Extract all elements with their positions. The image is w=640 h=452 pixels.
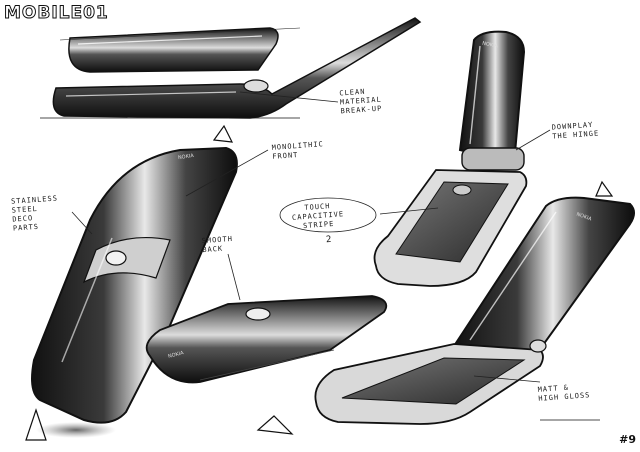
annotation-leaders [71,91,551,383]
annotation-stainless-steel: STAINLESS STEEL DECO PARTS [11,194,60,233]
annotation-downplay-hinge: DOWNPLAY THE HINGE [551,120,599,141]
annotation-touch-strip: TOUCH CAPACITIVE STRIPE [291,201,345,232]
closed-phone-front [25,146,238,441]
page-number: #9 [619,433,636,446]
annotation-clean-material: CLEAN MATERIAL BREAK-UP [339,87,383,117]
open-phone-upright [212,30,614,287]
annotation-monolithic-front: MONOLITHIC FRONT [271,140,324,162]
open-phone-tilted [314,196,635,425]
annotation-smooth-back: SMOOTH BACK [201,235,233,255]
annotation-touch-strip-number: 2 [325,234,333,246]
side-view-closed [59,27,301,73]
closed-phone-back [145,295,388,435]
side-view-open [40,17,422,119]
annotation-matt-high-gloss: MATT & HIGH GLOSS [537,382,590,404]
mobile01-watermark: MOBILE01 [4,3,109,24]
